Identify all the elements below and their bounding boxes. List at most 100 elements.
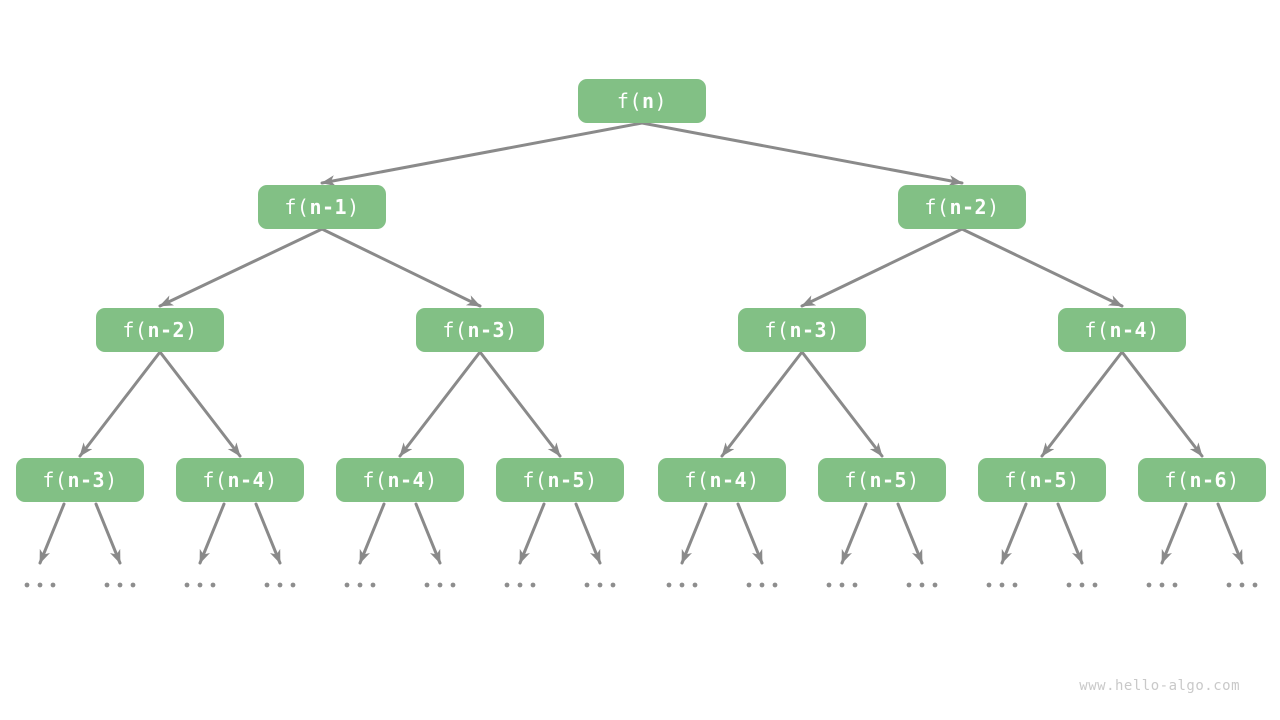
watermark: www.hello-algo.com [1079,678,1240,694]
tree-edge [78,350,162,458]
ellipsis-dot [839,582,845,588]
ellipsis-dot [932,582,938,588]
node-label-prefix: f( [924,195,950,219]
node-label-prefix: f( [522,468,548,492]
node-label-suffix: ) [1147,318,1160,342]
tree-edge [1160,502,1188,565]
tree-edge [414,502,442,565]
ellipsis-dot [1079,582,1085,588]
ellipsis-dot [197,582,203,588]
ellipsis-dots [264,582,296,588]
ellipsis-dots [184,582,216,588]
node-label-suffix: ) [987,195,1000,219]
node-label-argument: n-4 [227,468,266,492]
node-label-argument: n-1 [309,195,348,219]
ellipsis-dots [344,582,376,588]
ellipsis-dot [530,582,536,588]
node-label-prefix: f( [442,318,468,342]
ellipsis-dots [104,582,136,588]
ellipsis-dot [37,582,43,588]
node-label-argument: n-5 [547,468,586,492]
ellipsis-dot [117,582,123,588]
ellipsis-dot [666,582,672,588]
tree-edge [518,502,546,565]
node-label-suffix: ) [505,318,518,342]
tree-edge [1216,502,1244,565]
tree-node-level2-3: f(n-2) [96,308,224,352]
tree-node-level2-6: f(n-4) [1058,308,1186,352]
tree-edge [358,502,386,565]
ellipsis-dot [986,582,992,588]
node-label-prefix: f( [362,468,388,492]
ellipsis-dots [504,582,536,588]
tree-node-level3-12: f(n-5) [818,458,946,502]
ellipsis-dot [50,582,56,588]
node-label-argument: n-3 [789,318,828,342]
ellipsis-dot [1092,582,1098,588]
ellipsis-dot [1226,582,1232,588]
node-label-prefix: f( [202,468,228,492]
node-label-argument: n-3 [467,318,506,342]
node-label-suffix: ) [265,468,278,492]
ellipsis-dot [692,582,698,588]
tree-edge [158,227,324,308]
node-label-prefix: f( [1084,318,1110,342]
node-label-suffix: ) [827,318,840,342]
ellipsis-dot [906,582,912,588]
node-label-argument: n-2 [949,195,988,219]
node-label-prefix: f( [284,195,310,219]
tree-edge [800,350,884,458]
node-label-prefix: f( [684,468,710,492]
node-label-suffix: ) [747,468,760,492]
tree-edge [1056,502,1084,565]
ellipsis-dots [24,582,56,588]
tree-edge [1040,350,1124,458]
ellipsis-dot [759,582,765,588]
ellipsis-dots [424,582,456,588]
tree-node-level0-0: f(n) [578,79,706,123]
tree-node-level1-1: f(n-1) [258,185,386,229]
ellipsis-dot [24,582,30,588]
node-label-suffix: ) [425,468,438,492]
ellipsis-dot [597,582,603,588]
ellipsis-dot [437,582,443,588]
ellipsis-dot [919,582,925,588]
ellipsis-dot [344,582,350,588]
ellipsis-dots [1066,582,1098,588]
ellipsis-dot [290,582,296,588]
tree-edge [38,502,66,565]
ellipsis-dots [746,582,778,588]
tree-edge [1000,502,1028,565]
ellipsis-dot [370,582,376,588]
node-label-suffix: ) [105,468,118,492]
ellipsis-dot [517,582,523,588]
ellipsis-dot [504,582,510,588]
ellipsis-dots [1226,582,1258,588]
node-label-argument: n-5 [1029,468,1068,492]
node-label-argument: n-4 [709,468,748,492]
tree-edge [840,502,868,565]
node-label-prefix: f( [42,468,68,492]
tree-edge [736,502,764,565]
node-label-suffix: ) [185,318,198,342]
ellipsis-dot [826,582,832,588]
tree-edge [960,227,1124,308]
tree-node-level3-13: f(n-5) [978,458,1106,502]
tree-edge [800,227,964,308]
ellipsis-dot [679,582,685,588]
node-label-prefix: f( [616,89,642,113]
tree-edge [158,350,242,458]
node-label-argument: n-5 [869,468,908,492]
tree-edge [1120,350,1204,458]
node-label-prefix: f( [122,318,148,342]
node-label-suffix: ) [654,89,668,113]
ellipsis-dot [999,582,1005,588]
tree-edge [320,121,644,187]
ellipsis-dot [130,582,136,588]
tree-edge [680,502,708,565]
ellipsis-dot [277,582,283,588]
ellipsis-dot [450,582,456,588]
tree-edge [896,502,924,565]
